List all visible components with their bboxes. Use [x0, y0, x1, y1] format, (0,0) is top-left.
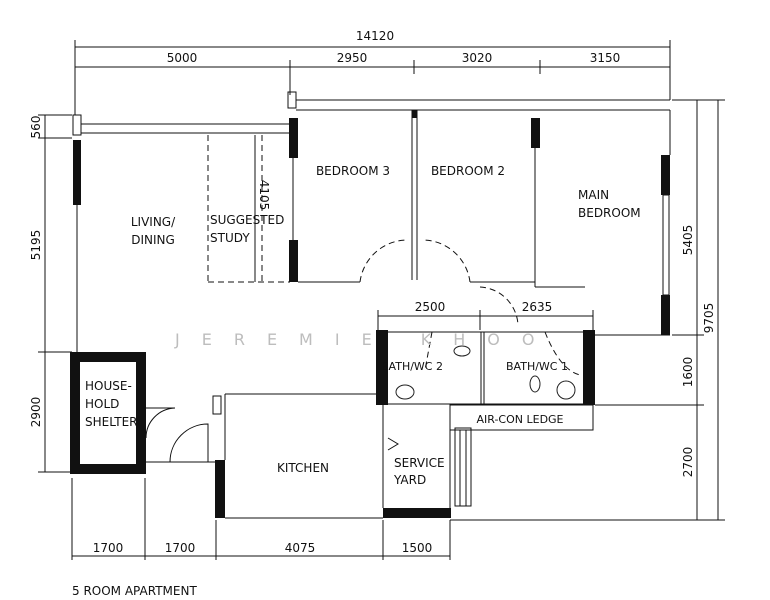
- dim-overall-width: 14120: [356, 29, 394, 43]
- label-service-1: SERVICE: [394, 456, 445, 470]
- dim-top-4: 3150: [590, 51, 621, 65]
- left-dimensions: 560 5195 2900: [29, 114, 72, 473]
- label-bedroom-2: BEDROOM 2: [431, 164, 505, 178]
- label-kitchen: KITCHEN: [277, 461, 329, 475]
- dim-top-1: 5000: [167, 51, 198, 65]
- dim-left-3: 2900: [29, 397, 43, 428]
- label-study-2: STUDY: [210, 231, 250, 245]
- dim-bath-2: 2635: [522, 300, 553, 314]
- dim-bottom-2: 1700: [165, 541, 196, 555]
- label-study-1: SUGGESTED: [210, 213, 284, 227]
- dim-bottom-3: 4075: [285, 541, 316, 555]
- dim-right-3: 2700: [681, 447, 695, 478]
- label-living: LIVING/: [131, 215, 176, 229]
- dim-left-1: 560: [29, 116, 43, 139]
- label-bath-2: BATH/WC 2: [381, 360, 443, 373]
- label-main-2: BEDROOM: [578, 206, 641, 220]
- dim-bath-1: 2500: [415, 300, 446, 314]
- walls: 4105 2500 2635: [70, 91, 671, 519]
- dim-study-depth: 4105: [257, 180, 271, 211]
- right-dimensions: 5405 1600 2700 9705: [450, 99, 725, 521]
- dim-bottom-4: 1500: [402, 541, 433, 555]
- label-shelter-3: SHELTER: [85, 415, 138, 429]
- label-shelter-2: HOLD: [85, 397, 119, 411]
- dim-top-2: 2950: [337, 51, 368, 65]
- watermark: JEREMIE KHOO: [174, 330, 556, 349]
- label-dining: DINING: [131, 233, 175, 247]
- label-shelter-1: HOUSE-: [85, 379, 132, 393]
- bottom-dimensions: 1700 1700 4075 1500: [71, 478, 451, 560]
- label-bedroom-3: BEDROOM 3: [316, 164, 390, 178]
- dim-right-1: 5405: [681, 225, 695, 256]
- top-dimensions: 14120 5000 2950 3020 3150: [74, 29, 671, 115]
- label-bath-1: BATH/WC 1: [506, 360, 568, 373]
- dim-left-2: 5195: [29, 230, 43, 261]
- dim-bottom-1: 1700: [93, 541, 124, 555]
- plan-title: 5 ROOM APARTMENT: [72, 584, 197, 598]
- dim-top-3: 3020: [462, 51, 493, 65]
- label-main-1: MAIN: [578, 188, 609, 202]
- label-aircon: AIR-CON LEDGE: [476, 413, 563, 426]
- dim-overall-depth: 9705: [702, 303, 716, 334]
- label-service-2: YARD: [393, 473, 426, 487]
- dim-right-2: 1600: [681, 357, 695, 388]
- room-labels: LIVING/ DINING SUGGESTED STUDY BEDROOM 3…: [85, 164, 641, 487]
